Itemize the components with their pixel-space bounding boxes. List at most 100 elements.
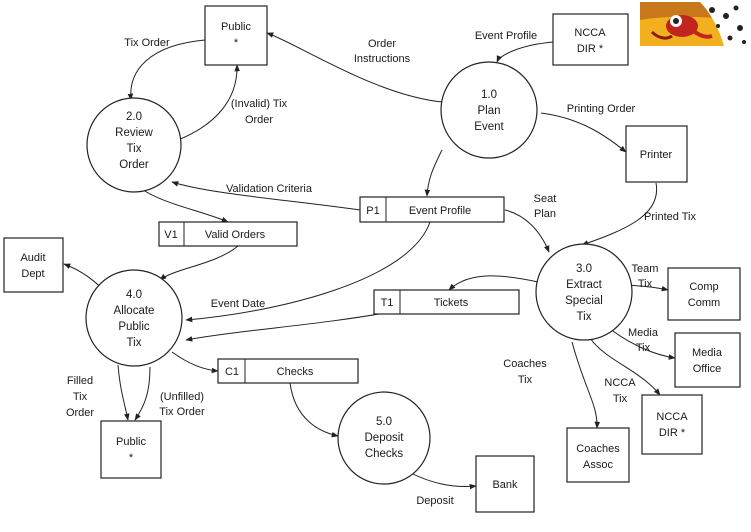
flow-label-printing-order: Printing Order: [567, 103, 636, 115]
process-label: Deposit: [365, 432, 405, 444]
flow-valid-to-allocate: [159, 245, 239, 281]
flow-label-team-tix: Team: [632, 263, 659, 275]
flow-label-media-tix: Media: [628, 327, 659, 339]
store-name: Valid Orders: [205, 229, 266, 241]
flow-order-instructions: [266, 32, 443, 103]
flow-label-team-tix: Tix: [638, 278, 653, 290]
store-valid-orders: V1 Valid Orders: [158, 221, 298, 247]
process-label: Special: [565, 295, 603, 307]
process-review-tix-order: 2.0 Review Tix Order: [86, 97, 182, 193]
flow-to-checks: [171, 351, 219, 374]
flow-label-ncca-tix: NCCA: [604, 377, 636, 389]
entity-label: Dept: [21, 268, 44, 280]
process-label: Order: [119, 159, 149, 171]
entity-coaches-assoc: Coaches Assoc: [566, 427, 630, 483]
flow-label-validation-criteria: Validation Criteria: [226, 183, 313, 195]
store-name: Checks: [277, 366, 314, 378]
flow-label-printed-tix: Printed Tix: [644, 211, 696, 223]
entity-label: Media: [692, 347, 723, 359]
entity-label: *: [234, 37, 239, 49]
flow-label-ncca-tix: Tix: [613, 393, 628, 405]
store-id: C1: [225, 366, 239, 378]
flow-label-order-instructions: Instructions: [354, 53, 411, 65]
process-label: Event: [474, 121, 504, 133]
flow-label-tix-order: Tix Order: [124, 37, 170, 49]
process-label: Tix: [577, 311, 592, 323]
entity-printer: Printer: [625, 125, 688, 183]
flow-printing-order: [540, 112, 627, 153]
flow-label-media-tix: Tix: [636, 342, 651, 354]
entity-label: Office: [693, 363, 722, 375]
entity-media-office: Media Office: [674, 332, 741, 388]
flow-coaches-tix: [571, 341, 601, 429]
process-number: 3.0: [576, 263, 592, 275]
entity-label: NCCA: [656, 411, 688, 423]
flow-filled-order: [117, 364, 130, 421]
entity-comp-comm: Comp Comm: [667, 267, 741, 321]
entity-label: DIR *: [659, 427, 686, 439]
flow-to-valid-orders: [139, 187, 229, 223]
flow-label-filled-order: Tix: [73, 391, 88, 403]
process-number: 1.0: [481, 89, 497, 101]
flow-unfilled-order: [134, 366, 151, 421]
entity-label: *: [129, 452, 134, 464]
entity-label: Bank: [492, 479, 518, 491]
flow-validation-criteria: [171, 181, 361, 211]
entity-bank: Bank: [475, 455, 535, 513]
store-name: Tickets: [434, 297, 469, 309]
flow-event-date: [185, 221, 431, 323]
flow-invalid-tix-order: [177, 64, 240, 141]
flow-label-coaches-tix: Coaches: [503, 358, 547, 370]
mascot-logo-image: [640, 2, 748, 46]
process-allocate-public-tix: 4.0 Allocate Public Tix: [85, 269, 183, 367]
flow-labels: Tix Order Order Instructions Event Profi…: [66, 30, 697, 507]
flow-label-order-instructions: Order: [368, 38, 396, 50]
flow-event-profile-in: [496, 41, 554, 63]
process-label: Public: [118, 321, 150, 333]
store-name: Event Profile: [409, 205, 471, 217]
entity-label: DIR *: [577, 43, 604, 55]
flow-label-event-date: Event Date: [211, 298, 265, 310]
process-label: Allocate: [114, 305, 155, 317]
process-label: Tix: [127, 143, 142, 155]
process-number: 5.0: [376, 416, 392, 428]
store-event-profile: P1 Event Profile: [359, 196, 505, 223]
entity-audit-dept: Audit Dept: [3, 237, 64, 293]
process-number: 2.0: [126, 111, 142, 123]
entity-label: Comm: [688, 297, 720, 309]
flow-label-unfilled-order: (Unfilled): [160, 391, 204, 403]
entity-public-bottom: Public *: [100, 420, 162, 479]
process-label: Tix: [127, 337, 142, 349]
process-label: Plan: [477, 105, 500, 117]
process-label: Checks: [365, 448, 404, 460]
flow-label-event-profile: Event Profile: [475, 30, 537, 42]
flow-label-invalid-tix-order: Order: [245, 114, 273, 126]
flow-special-to-tickets: [448, 275, 539, 291]
flow-tix-order: [127, 39, 206, 101]
process-extract-special-tix: 3.0 Extract Special Tix: [535, 243, 633, 341]
flow-label-filled-order: Filled: [67, 375, 93, 387]
entity-label: Assoc: [583, 459, 613, 471]
entity-public-top: Public *: [204, 5, 268, 66]
process-number: 4.0: [126, 289, 142, 301]
store-id: P1: [366, 205, 379, 217]
entity-label: Public: [221, 21, 251, 33]
process-deposit-checks: 5.0 Deposit Checks: [337, 391, 431, 485]
process-label: Extract: [566, 279, 603, 291]
flow-printed-tix: [581, 182, 658, 246]
flow-label-invalid-tix-order: (Invalid) Tix: [231, 98, 288, 110]
entity-label: NCCA: [574, 27, 606, 39]
entity-ncca-dir-top: NCCA DIR *: [552, 13, 629, 66]
store-id: T1: [381, 297, 394, 309]
entity-label: Public: [116, 436, 146, 448]
entity-ncca-dir-bottom: NCCA DIR *: [641, 394, 703, 455]
entity-label: Printer: [640, 149, 673, 161]
flow-label-seat-plan: Seat: [534, 193, 557, 205]
store-checks: C1 Checks: [217, 358, 359, 384]
flow-ncca-tix: [589, 337, 661, 396]
flow-tickets-to-allocate: [185, 311, 391, 342]
entity-label: Comp: [689, 281, 718, 293]
process-label: Review: [115, 127, 153, 139]
entity-label: Coaches: [576, 443, 620, 455]
